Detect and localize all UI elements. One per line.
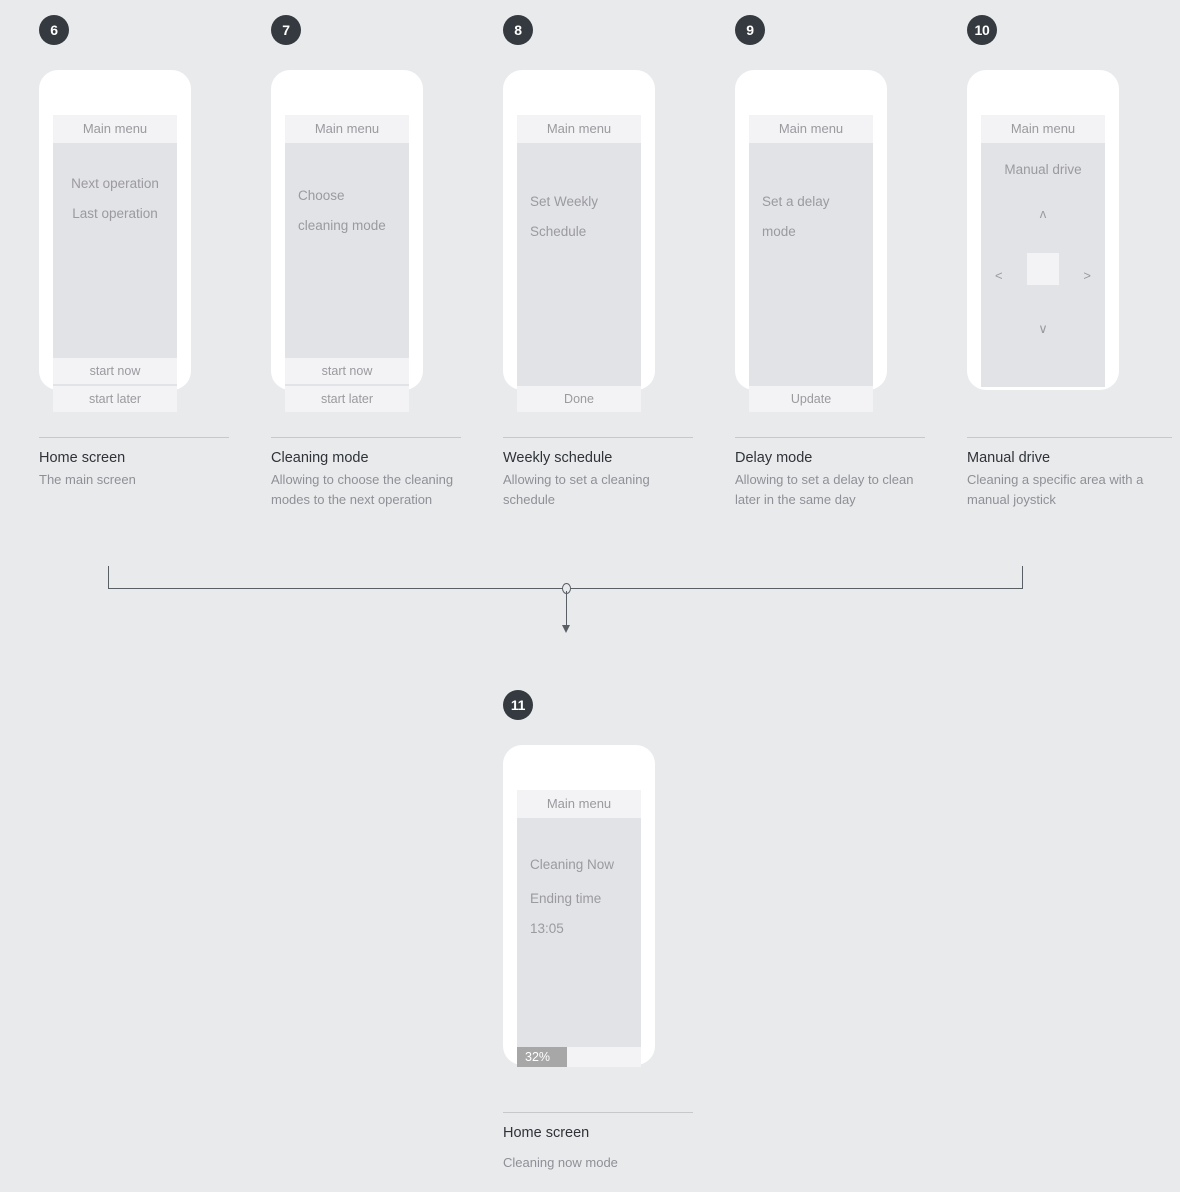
phone-frame-9: Main menu Set a delay mode Update bbox=[735, 70, 887, 412]
screen-header-9: Main menu bbox=[749, 115, 873, 143]
screen-header-7: Main menu bbox=[285, 115, 409, 143]
step-badge-7: 7 bbox=[271, 15, 301, 45]
cleaning-progress-bar: 32% bbox=[517, 1047, 641, 1067]
done-button-8[interactable]: Done bbox=[517, 386, 641, 412]
screen-line: 13:05 bbox=[530, 921, 564, 936]
caption-10: Manual drive Cleaning a specific area wi… bbox=[967, 437, 1172, 510]
start-now-button-6[interactable]: start now bbox=[53, 358, 177, 384]
start-later-button-7[interactable]: start later bbox=[285, 386, 409, 412]
caption-divider bbox=[735, 437, 925, 438]
caption-divider bbox=[967, 437, 1172, 438]
screen-body-9: Set a delay mode bbox=[749, 143, 873, 384]
screen-line: Set a delay bbox=[762, 194, 830, 209]
screen-header-11: Main menu bbox=[517, 790, 641, 818]
screen-body-11: Cleaning Now Ending time 13:05 bbox=[517, 818, 641, 1045]
step-badge-10: 10 bbox=[967, 15, 997, 45]
connector-tick-left bbox=[108, 566, 109, 588]
caption-6: Home screen The main screen bbox=[39, 437, 229, 490]
caption-title: Weekly schedule bbox=[503, 450, 613, 466]
joystick-down-icon[interactable]: ∨ bbox=[1038, 321, 1048, 336]
screen-line: Choose bbox=[298, 188, 345, 203]
connector-vertical-line bbox=[565, 591, 567, 631]
phone-screen-10: Main menu Manual drive ʌ < > ∨ bbox=[981, 115, 1105, 387]
screen-line: Cleaning Now bbox=[530, 857, 615, 872]
joystick-center-pad[interactable] bbox=[1027, 253, 1059, 285]
caption-title: Delay mode bbox=[735, 450, 813, 466]
screen-line: Ending time bbox=[530, 891, 602, 906]
step-badge-6: 6 bbox=[39, 15, 69, 45]
screen-line: Manual drive bbox=[1004, 162, 1082, 177]
joystick-control[interactable]: ʌ < > ∨ bbox=[981, 203, 1105, 343]
screen-body-8: Set Weekly Schedule bbox=[517, 143, 641, 384]
screen-header-10: Main menu bbox=[981, 115, 1105, 143]
phone-frame-10: Main menu Manual drive ʌ < > ∨ bbox=[967, 70, 1119, 390]
phone-frame-6: Main menu Next operation Last operation … bbox=[39, 70, 191, 412]
caption-8: Weekly schedule Allowing to set a cleani… bbox=[503, 437, 693, 510]
caption-title: Home screen bbox=[503, 1125, 590, 1141]
caption-description: The main screen bbox=[39, 472, 136, 487]
phone-screen-11: Main menu Cleaning Now Ending time 13:05… bbox=[517, 790, 641, 1067]
screen-line: Schedule bbox=[530, 224, 587, 239]
phone-frame-11: Main menu Cleaning Now Ending time 13:05… bbox=[503, 745, 655, 1067]
phone-screen-7: Main menu Choose cleaning mode start now… bbox=[285, 115, 409, 412]
phone-screen-8: Main menu Set Weekly Schedule Done bbox=[517, 115, 641, 412]
start-later-button-6[interactable]: start later bbox=[53, 386, 177, 412]
screen-header-6: Main menu bbox=[53, 115, 177, 143]
caption-9: Delay mode Allowing to set a delay to cl… bbox=[735, 437, 925, 510]
flow-connector bbox=[108, 566, 1023, 636]
caption-11: Home screen Cleaning now mode bbox=[503, 1112, 693, 1172]
caption-title: Cleaning mode bbox=[271, 450, 369, 466]
update-button-9[interactable]: Update bbox=[749, 386, 873, 412]
caption-divider bbox=[503, 437, 693, 438]
caption-title: Manual drive bbox=[967, 450, 1051, 466]
joystick-right-icon[interactable]: > bbox=[1083, 268, 1091, 283]
joystick-up-icon[interactable]: ʌ bbox=[1039, 206, 1047, 221]
start-now-button-7[interactable]: start now bbox=[285, 358, 409, 384]
screen-body-6: Next operation Last operation bbox=[53, 143, 177, 356]
caption-title: Home screen bbox=[39, 450, 126, 466]
caption-description: Allowing to set a delay to clean later i… bbox=[735, 472, 914, 507]
caption-description: Cleaning now mode bbox=[503, 1155, 618, 1170]
screen-body-10: Manual drive ʌ < > ∨ bbox=[981, 143, 1105, 387]
phone-frame-7: Main menu Choose cleaning mode start now… bbox=[271, 70, 423, 412]
phone-frame-8: Main menu Set Weekly Schedule Done bbox=[503, 70, 655, 412]
screen-line: Last operation bbox=[72, 206, 158, 221]
joystick-left-icon[interactable]: < bbox=[995, 268, 1003, 283]
caption-divider bbox=[271, 437, 461, 438]
caption-description: Cleaning a specific area with a manual j… bbox=[967, 472, 1144, 507]
step-badge-9: 9 bbox=[735, 15, 765, 45]
caption-7: Cleaning mode Allowing to choose the cle… bbox=[271, 437, 461, 510]
phone-screen-9: Main menu Set a delay mode Update bbox=[749, 115, 873, 412]
screen-line: mode bbox=[762, 224, 796, 239]
phone-screen-6: Main menu Next operation Last operation … bbox=[53, 115, 177, 412]
step-badge-8: 8 bbox=[503, 15, 533, 45]
connector-arrowhead-icon bbox=[561, 625, 570, 633]
cleaning-progress-value: 32% bbox=[517, 1047, 567, 1067]
screen-line: Next operation bbox=[71, 176, 159, 191]
caption-divider bbox=[503, 1112, 693, 1113]
caption-description: Allowing to set a cleaning schedule bbox=[503, 472, 650, 507]
screen-header-8: Main menu bbox=[517, 115, 641, 143]
caption-divider bbox=[39, 437, 229, 438]
screen-line: Set Weekly bbox=[530, 194, 599, 209]
caption-description: Allowing to choose the cleaning modes to… bbox=[271, 472, 454, 507]
step-badge-11: 11 bbox=[503, 690, 533, 720]
screen-line: cleaning mode bbox=[298, 218, 386, 233]
screen-body-7: Choose cleaning mode bbox=[285, 143, 409, 356]
connector-tick-right bbox=[1022, 566, 1023, 588]
